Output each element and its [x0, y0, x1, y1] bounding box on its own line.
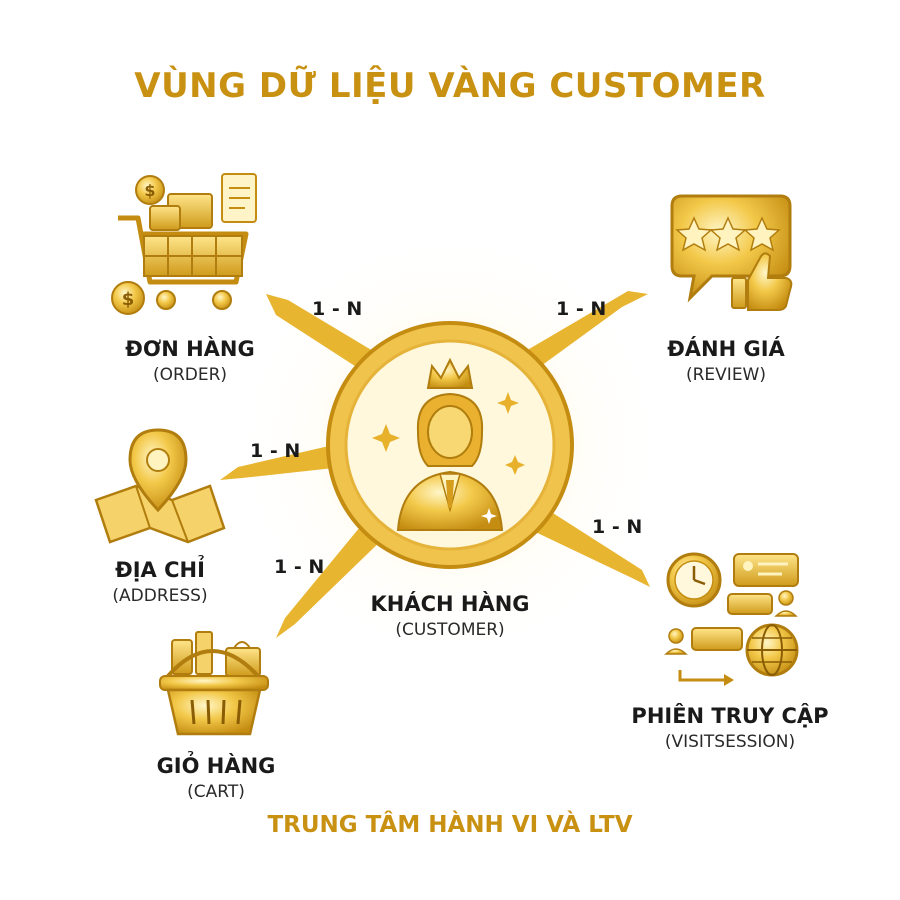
node-review-label: ĐÁNH GIÁ [667, 337, 785, 361]
arrow-to-visitsession [527, 508, 650, 587]
relation-label-cart: 1 - N [274, 556, 325, 578]
arrow-to-address [220, 440, 355, 480]
node-customer: KHÁCH HÀNG (CUSTOMER) [340, 592, 560, 640]
relation-label-order: 1 - N [312, 298, 363, 320]
relation-label-address: 1 - N [250, 440, 301, 462]
node-cart-label: GIỎ HÀNG [156, 754, 276, 778]
shopping-basket-icon [159, 631, 269, 736]
svg-text:$: $ [144, 181, 155, 200]
node-customer-sub: (CUSTOMER) [395, 620, 505, 640]
arrow-to-cart [276, 510, 392, 638]
node-customer-label: KHÁCH HÀNG [370, 592, 530, 616]
node-address-label: ĐỊA CHỈ [115, 558, 205, 582]
node-order-label: ĐƠN HÀNG [125, 337, 255, 361]
map-pin-icon [94, 428, 226, 544]
customer-hub [326, 321, 574, 569]
node-visitsession-sub: (VISITSESSION) [664, 732, 796, 752]
node-address-sub: (ADDRESS) [112, 586, 208, 606]
svg-text:$: $ [122, 289, 135, 310]
node-review-sub: (REVIEW) [685, 365, 766, 385]
visit-session-icon [664, 552, 799, 686]
node-cart: GIỎ HÀNG (CART) [126, 754, 306, 802]
review-thumbs-up-icon [670, 194, 793, 311]
customer-crown-icon [372, 357, 525, 531]
node-visitsession: PHIÊN TRUY CẬP (VISITSESSION) [610, 704, 850, 752]
shopping-cart-icon: $ $ [111, 173, 257, 315]
page-title: VÙNG DỮ LIỆU VÀNG CUSTOMER [134, 66, 766, 106]
relation-label-review: 1 - N [556, 298, 607, 320]
node-order-sub: (ORDER) [152, 365, 228, 385]
node-visitsession-label: PHIÊN TRUY CẬP [631, 704, 829, 728]
node-order: ĐƠN HÀNG (ORDER) [100, 337, 280, 385]
node-review: ĐÁNH GIÁ (REVIEW) [636, 337, 816, 385]
node-address: ĐỊA CHỈ (ADDRESS) [70, 558, 250, 606]
footer-caption: TRUNG TÂM HÀNH VI VÀ LTV [267, 812, 633, 838]
relation-label-visitsession: 1 - N [592, 516, 643, 538]
node-cart-sub: (CART) [187, 782, 245, 802]
